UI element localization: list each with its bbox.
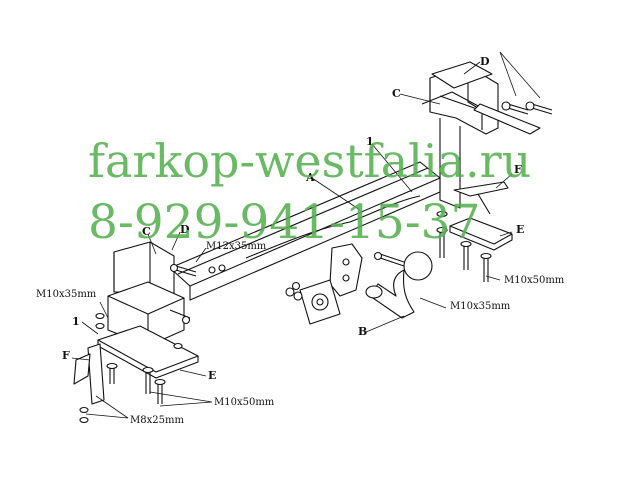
label-c-left: C — [142, 225, 151, 238]
bolts-m12-left — [169, 263, 226, 325]
label-m10x50-bottom: M10x50mm — [214, 397, 275, 408]
bolts-e-right — [436, 210, 492, 282]
bolts-center — [285, 251, 405, 301]
bolts-d-top — [501, 101, 553, 115]
label-m10x35-left: M10x35mm — [36, 289, 97, 300]
bolts-e-left — [79, 312, 183, 424]
label-m10x35-right: M10x35mm — [450, 301, 511, 312]
watermark-website: farkop-westfalia.ru — [88, 134, 532, 188]
watermark-phone: 8-929-941-15-37 — [88, 195, 481, 250]
label-a: A — [306, 171, 315, 184]
main-crossbeam — [169, 161, 441, 301]
plate-e-left — [97, 325, 199, 379]
bracket-f-left — [73, 343, 105, 405]
tow-ball-neck — [365, 251, 433, 319]
label-m8x25: M8x25mm — [130, 415, 184, 426]
label-d-top: D — [480, 55, 490, 68]
plate-d-top — [431, 61, 541, 135]
leader-lines — [71, 51, 541, 419]
label-1-top: 1 — [366, 135, 374, 148]
label-e-left: E — [208, 369, 217, 382]
label-1-left: 1 — [72, 315, 80, 328]
label-b: B — [358, 325, 368, 338]
socket-plate — [299, 243, 363, 325]
label-e-right: E — [516, 223, 525, 236]
label-d-left: D — [180, 223, 190, 236]
label-m12x35: M12x35mm — [206, 241, 267, 252]
bracket-f-right — [453, 181, 509, 215]
label-m10x50-right: M10x50mm — [504, 275, 565, 286]
label-f-right: F — [514, 163, 522, 176]
plate-e-right — [449, 217, 513, 251]
label-f-left: F — [62, 349, 70, 362]
label-c-top: C — [392, 87, 401, 100]
